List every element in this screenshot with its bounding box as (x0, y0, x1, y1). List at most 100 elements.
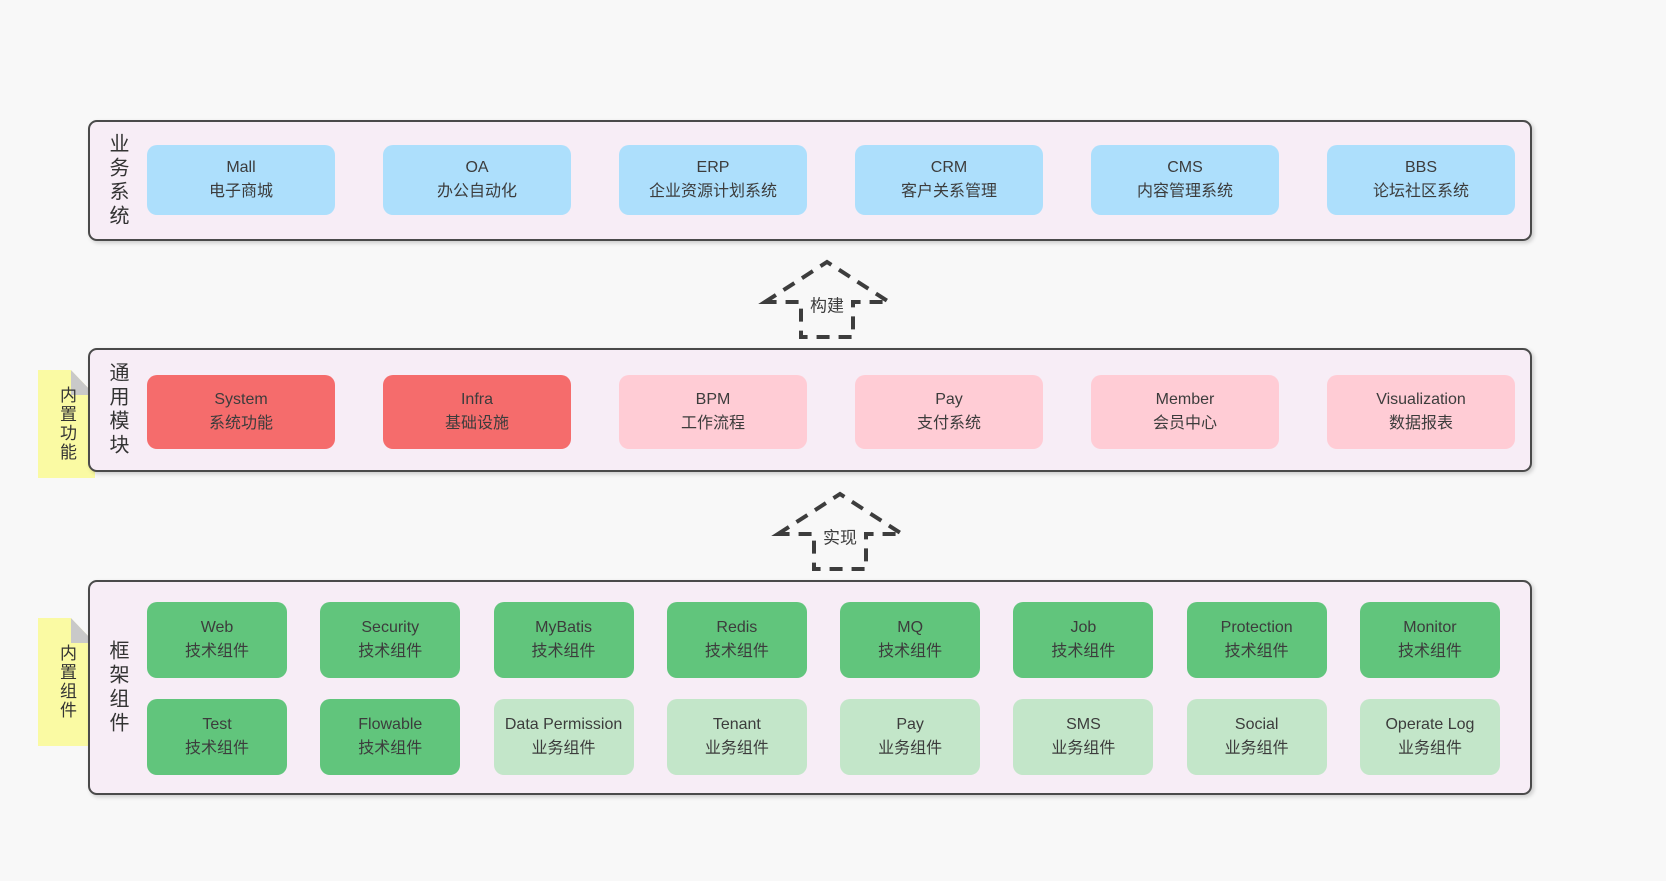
box-bpm: BPM 工作流程 (619, 375, 807, 449)
box-title: Pay (896, 716, 924, 733)
box-title: BPM (695, 391, 731, 408)
box-subtitle: 技术组件 (184, 740, 249, 757)
box-subtitle: 工作流程 (680, 415, 745, 432)
box-bbs: BBS 论坛社区系统 (1327, 145, 1515, 215)
box-protection: Protection 技术组件 (1186, 602, 1327, 678)
layer-framework-components: 框架组件 Web 技术组件 Security 技术组件 MyBatis 技术组件… (88, 580, 1532, 795)
box-subtitle: 技术组件 (1224, 643, 1289, 660)
note-text: 内置功能 (57, 386, 76, 462)
box-crm: CRM 客户关系管理 (855, 145, 1043, 215)
box-title: Protection (1220, 619, 1293, 636)
box-subtitle: 业务组件 (531, 740, 596, 757)
box-subtitle: 技术组件 (184, 643, 249, 660)
box-title: Tenant (712, 716, 761, 733)
box-pay-module: Pay 支付系统 (855, 375, 1043, 449)
box-title: Operate Log (1385, 716, 1475, 733)
box-title: System (214, 391, 268, 408)
box-cms: CMS 内容管理系统 (1091, 145, 1279, 215)
box-mybatis: MyBatis 技术组件 (493, 602, 634, 678)
note-text: 内置组件 (57, 644, 76, 720)
box-subtitle: 业务组件 (1397, 740, 1462, 757)
box-subtitle: 支付系统 (916, 415, 981, 432)
box-sms: SMS 业务组件 (1013, 699, 1154, 775)
box-subtitle: 技术组件 (704, 643, 769, 660)
component-row-2: Test 技术组件 Flowable 技术组件 Data Permission … (147, 699, 1500, 775)
box-oa: OA 办公自动化 (383, 145, 571, 215)
layer-label: 框架组件 (106, 639, 128, 736)
arrow-label: 构建 (807, 289, 847, 319)
box-erp: ERP 企业资源计划系统 (619, 145, 807, 215)
box-row: Mall 电子商城 OA 办公自动化 ERP 企业资源计划系统 CRM 客户关系… (147, 145, 1515, 215)
box-title: MyBatis (535, 619, 593, 636)
box-visualization: Visualization 数据报表 (1327, 375, 1515, 449)
box-title: Flowable (358, 716, 423, 733)
box-system: System 系统功能 (147, 375, 335, 449)
box-title: CMS (1167, 159, 1203, 176)
box-subtitle: 技术组件 (531, 643, 596, 660)
box-subtitle: 数据报表 (1388, 415, 1453, 432)
box-flowable: Flowable 技术组件 (320, 699, 461, 775)
box-subtitle: 会员中心 (1152, 415, 1217, 432)
box-subtitle: 系统功能 (208, 415, 273, 432)
box-title: Monitor (1403, 619, 1457, 636)
box-subtitle: 内容管理系统 (1136, 183, 1233, 200)
box-title: CRM (930, 159, 968, 176)
box-social: Social 业务组件 (1186, 699, 1327, 775)
box-mq: MQ 技术组件 (840, 602, 981, 678)
dashed-up-arrow-implement: 实现 (770, 488, 910, 574)
box-test: Test 技术组件 (147, 699, 287, 775)
box-title: Test (202, 716, 232, 733)
box-title: Security (361, 619, 420, 636)
box-subtitle: 技术组件 (1051, 643, 1116, 660)
box-title: OA (465, 159, 489, 176)
box-monitor: Monitor 技术组件 (1359, 602, 1500, 678)
box-title: Infra (460, 391, 493, 408)
sticky-note-builtin-components: 内置组件 (38, 618, 95, 746)
up-arrow-icon (771, 491, 909, 571)
box-title: Social (1234, 716, 1279, 733)
layer-business-systems: 业务系统 Mall 电子商城 OA 办公自动化 ERP 企业资源计划系统 CRM… (88, 120, 1532, 241)
box-title: Pay (935, 391, 963, 408)
box-data-permission: Data Permission 业务组件 (493, 699, 634, 775)
box-subtitle: 办公自动化 (436, 183, 517, 200)
sticky-note-builtin-features: 内置功能 (38, 370, 95, 478)
box-title: ERP (696, 159, 730, 176)
box-title: Visualization (1376, 391, 1466, 408)
layer-label: 业务系统 (106, 132, 128, 229)
component-grid: Web 技术组件 Security 技术组件 MyBatis 技术组件 Redi… (147, 602, 1500, 775)
box-title: Member (1155, 391, 1215, 408)
box-subtitle: 基础设施 (444, 415, 509, 432)
box-operate-log: Operate Log 业务组件 (1359, 699, 1500, 775)
box-web: Web 技术组件 (147, 602, 287, 678)
box-subtitle: 业务组件 (1051, 740, 1116, 757)
box-job: Job 技术组件 (1013, 602, 1154, 678)
box-subtitle: 客户关系管理 (900, 183, 997, 200)
box-title: Web (200, 619, 234, 636)
box-row: System 系统功能 Infra 基础设施 BPM 工作流程 Pay 支付系统… (147, 375, 1515, 449)
box-title: SMS (1066, 716, 1101, 733)
component-row-1: Web 技术组件 Security 技术组件 MyBatis 技术组件 Redi… (147, 602, 1500, 678)
box-subtitle: 技术组件 (358, 740, 423, 757)
box-subtitle: 业务组件 (704, 740, 769, 757)
box-pay-component: Pay 业务组件 (840, 699, 981, 775)
box-subtitle: 电子商城 (208, 183, 273, 200)
box-subtitle: 论坛社区系统 (1372, 183, 1469, 200)
box-title: Job (1070, 619, 1097, 636)
box-member: Member 会员中心 (1091, 375, 1279, 449)
box-infra: Infra 基础设施 (383, 375, 571, 449)
box-subtitle: 技术组件 (1397, 643, 1462, 660)
up-arrow-icon (758, 259, 896, 339)
dashed-up-arrow-build: 构建 (757, 256, 897, 342)
box-title: Data Permission (504, 716, 623, 733)
box-title: MQ (897, 619, 924, 636)
box-subtitle: 业务组件 (1224, 740, 1289, 757)
box-redis: Redis 技术组件 (666, 602, 807, 678)
box-subtitle: 企业资源计划系统 (648, 183, 777, 200)
box-title: Mall (226, 159, 256, 176)
box-title: Redis (716, 619, 758, 636)
arrow-label: 实现 (820, 521, 860, 551)
box-subtitle: 技术组件 (878, 643, 943, 660)
box-tenant: Tenant 业务组件 (666, 699, 807, 775)
box-subtitle: 业务组件 (878, 740, 943, 757)
